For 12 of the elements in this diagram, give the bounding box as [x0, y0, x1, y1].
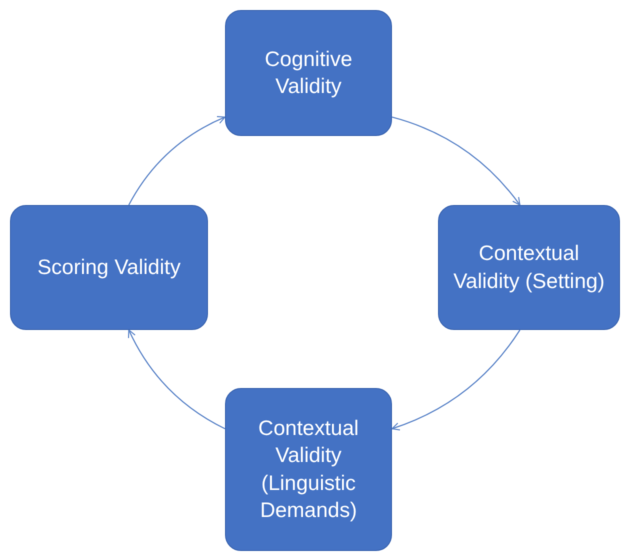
process-box [225, 10, 392, 136]
curved-arrow [128, 329, 226, 430]
box-label: Cognitive Validity [264, 46, 354, 100]
process-box [225, 388, 392, 551]
curved-arrow [391, 330, 520, 430]
process-box [10, 205, 208, 330]
curved-arrow [392, 116, 520, 206]
box-label: Contextual Validity (Linguistic Demands) [257, 416, 360, 524]
process-box [438, 205, 620, 330]
box-label: Contextual Validity (Setting) [452, 241, 606, 294]
curved-arrow [128, 116, 226, 206]
box-label: Scoring Validity [37, 254, 181, 281]
